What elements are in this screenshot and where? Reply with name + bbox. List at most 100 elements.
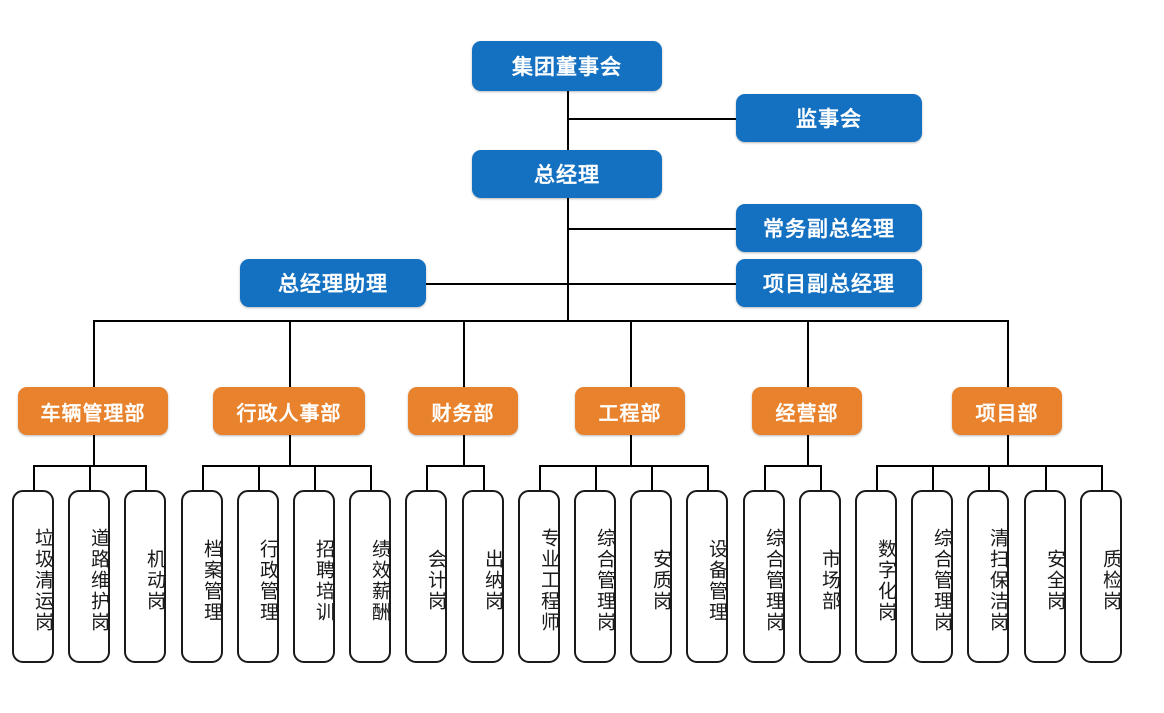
edge-bus-to-admin-hr (289, 320, 291, 387)
dept-finance-label: 财务部 (431, 402, 495, 425)
position-digitalization[interactable]: 数字化岗 (855, 490, 897, 663)
position-equipment-management-label: 设备管理 (706, 538, 727, 623)
edge-engineering-leaf-3 (707, 465, 709, 490)
position-road-maintenance-label: 道路维护岗 (88, 528, 109, 633)
edge-bus-to-vehicle-management (93, 320, 95, 387)
node-board-label: 集团董事会 (512, 56, 622, 79)
position-safety-quality[interactable]: 安质岗 (630, 490, 672, 663)
edge-engineering-leaf-2 (651, 465, 653, 490)
position-ops-general-management-label: 综合管理岗 (763, 528, 784, 633)
position-equipment-management[interactable]: 设备管理 (686, 490, 728, 663)
position-road-maintenance[interactable]: 道路维护岗 (68, 490, 110, 663)
edge-operations-leaf-1 (820, 465, 822, 490)
edge-bus-to-operations (807, 320, 809, 387)
position-performance-compensation[interactable]: 绩效薪酬 (349, 490, 391, 663)
edge-admin-hr-leaf-3 (370, 465, 372, 490)
position-safety-label: 安全岗 (1044, 549, 1065, 612)
edge-engineering-leaf-bus (539, 465, 707, 467)
edge-operations-drop (807, 435, 809, 465)
edge-finance-leaf-bus (426, 465, 483, 467)
node-general-manager[interactable]: 总经理 (472, 150, 662, 198)
position-marketing[interactable]: 市场部 (799, 490, 841, 663)
position-admin-management-label: 行政管理 (257, 538, 278, 623)
position-garbage-removal[interactable]: 垃圾清运岗 (12, 490, 54, 663)
edge-board-to-supervisory (567, 118, 736, 120)
edge-admin-hr-leaf-bus (202, 465, 370, 467)
position-quality-inspection-label: 质检岗 (1100, 549, 1121, 612)
node-project-deputy-gm[interactable]: 项目副总经理 (736, 259, 922, 307)
dept-vehicle-management-label: 车辆管理部 (40, 402, 146, 425)
position-quality-inspection[interactable]: 质检岗 (1080, 490, 1122, 663)
node-board[interactable]: 集团董事会 (472, 41, 662, 91)
edge-bus-to-finance (463, 320, 465, 387)
position-accounting[interactable]: 会计岗 (405, 490, 447, 663)
dept-project[interactable]: 项目部 (952, 387, 1062, 435)
edge-gm-trunk (567, 198, 569, 320)
edge-vehicle-management-leaf-2 (145, 465, 147, 490)
position-cleaning-sanitation-label: 清扫保洁岗 (987, 528, 1008, 633)
position-professional-engineer[interactable]: 专业工程师 (518, 490, 560, 663)
dept-operations-label: 经营部 (775, 402, 839, 425)
dept-engineering[interactable]: 工程部 (575, 387, 685, 435)
node-exec-deputy-gm[interactable]: 常务副总经理 (736, 204, 922, 252)
edge-admin-hr-leaf-2 (314, 465, 316, 490)
edge-project-leaf-2 (988, 465, 990, 490)
dept-operations[interactable]: 经营部 (752, 387, 862, 435)
edge-finance-drop (463, 435, 465, 465)
position-eng-general-management[interactable]: 综合管理岗 (574, 490, 616, 663)
dept-finance[interactable]: 财务部 (408, 387, 518, 435)
node-gm-assistant-label: 总经理助理 (278, 273, 388, 296)
position-archive-management-label: 档案管理 (201, 538, 222, 623)
position-admin-management[interactable]: 行政管理 (237, 490, 279, 663)
position-proj-general-management-label: 综合管理岗 (931, 528, 952, 633)
edge-engineering-drop (630, 435, 632, 465)
edge-operations-leaf-0 (764, 465, 766, 490)
edge-finance-leaf-1 (483, 465, 485, 490)
node-gm-assistant[interactable]: 总经理助理 (240, 259, 426, 307)
node-supervisory[interactable]: 监事会 (736, 94, 922, 142)
edge-bus-to-engineering (630, 320, 632, 387)
edge-department-bus (93, 320, 1007, 322)
position-mobile-duty[interactable]: 机动岗 (124, 490, 166, 663)
position-garbage-removal-label: 垃圾清运岗 (32, 528, 53, 633)
edge-operations-leaf-bus (764, 465, 820, 467)
position-performance-compensation-label: 绩效薪酬 (369, 538, 390, 623)
position-cleaning-sanitation[interactable]: 清扫保洁岗 (967, 490, 1009, 663)
dept-engineering-label: 工程部 (598, 402, 662, 425)
edge-project-leaf-0 (876, 465, 878, 490)
node-exec-deputy-gm-label: 常务副总经理 (763, 218, 895, 241)
position-eng-general-management-label: 综合管理岗 (594, 528, 615, 633)
edge-gm-to-project-deputy (567, 283, 736, 285)
position-marketing-label: 市场部 (819, 549, 840, 612)
position-mobile-duty-label: 机动岗 (144, 549, 165, 612)
position-recruitment-training[interactable]: 招聘培训 (293, 490, 335, 663)
edge-engineering-leaf-0 (539, 465, 541, 490)
position-archive-management[interactable]: 档案管理 (181, 490, 223, 663)
position-safety[interactable]: 安全岗 (1024, 490, 1066, 663)
edge-project-leaf-1 (932, 465, 934, 490)
edge-vehicle-management-leaf-0 (33, 465, 35, 490)
edge-project-leaf-4 (1101, 465, 1103, 490)
edge-gm-to-assistant (426, 283, 567, 285)
position-accounting-label: 会计岗 (425, 549, 446, 612)
position-ops-general-management[interactable]: 综合管理岗 (743, 490, 785, 663)
node-supervisory-label: 监事会 (796, 108, 862, 131)
node-project-deputy-gm-label: 项目副总经理 (763, 273, 895, 296)
edge-bus-to-project (1007, 320, 1009, 387)
edge-gm-to-exec-deputy (567, 228, 736, 230)
position-cashier-label: 出纳岗 (482, 549, 503, 612)
edge-engineering-leaf-1 (595, 465, 597, 490)
dept-vehicle-management[interactable]: 车辆管理部 (18, 387, 168, 435)
edge-admin-hr-drop (289, 435, 291, 465)
edge-project-drop (1007, 435, 1009, 465)
edge-vehicle-management-leaf-1 (89, 465, 91, 490)
dept-admin-hr-label: 行政人事部 (236, 402, 342, 425)
position-digitalization-label: 数字化岗 (875, 538, 896, 623)
edge-project-leaf-3 (1045, 465, 1047, 490)
node-general-manager-label: 总经理 (534, 164, 600, 187)
position-cashier[interactable]: 出纳岗 (462, 490, 504, 663)
edge-admin-hr-leaf-0 (202, 465, 204, 490)
dept-admin-hr[interactable]: 行政人事部 (213, 387, 365, 435)
position-proj-general-management[interactable]: 综合管理岗 (911, 490, 953, 663)
